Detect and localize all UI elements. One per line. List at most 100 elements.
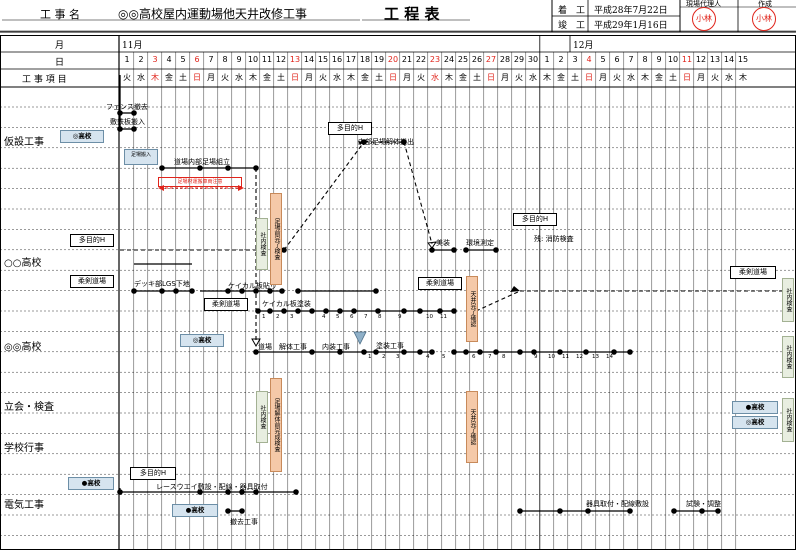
calendar-day: 10 bbox=[667, 55, 679, 64]
month-nov: 11月 bbox=[122, 41, 143, 51]
calendar-day: 15 bbox=[737, 55, 749, 64]
calendar-day: 11 bbox=[681, 55, 693, 64]
calendar-day: 27 bbox=[485, 55, 497, 64]
box-multi-h-4: 多目的H bbox=[130, 467, 176, 480]
calendar-day: 5 bbox=[180, 55, 186, 64]
calendar-weekday: 金 bbox=[165, 73, 173, 82]
calendar-day: 2 bbox=[138, 55, 144, 64]
calendar-weekday: 月 bbox=[403, 73, 411, 82]
task-removal: 撤去工事 bbox=[230, 518, 258, 526]
vbox-company-check-4: 社内検査 bbox=[256, 391, 268, 443]
calendar-weekday: 水 bbox=[725, 73, 733, 82]
calendar-weekday: 木 bbox=[347, 73, 355, 82]
calendar-weekday: 水 bbox=[235, 73, 243, 82]
calendar-day: 1 bbox=[124, 55, 130, 64]
calendar-day: 13 bbox=[289, 55, 301, 64]
keical-step: 7 bbox=[364, 314, 368, 320]
calendar-weekday: 火 bbox=[613, 73, 621, 82]
category-temporary: 仮設工事 bbox=[4, 137, 44, 148]
calendar-weekday: 日 bbox=[683, 73, 691, 82]
paint-step: 10 bbox=[548, 354, 555, 360]
task-paint-work: 塗装工事 bbox=[376, 342, 404, 350]
keical-step: 6 bbox=[350, 314, 354, 320]
month-label: 月 bbox=[55, 41, 65, 51]
agent-label: 現場代理人 bbox=[686, 0, 721, 8]
calendar-weekday: 木 bbox=[249, 73, 257, 82]
keical-step: 3 bbox=[290, 314, 294, 320]
paint-step: 4 bbox=[426, 354, 430, 360]
paint-step: 13 bbox=[592, 354, 599, 360]
project-name: ◎◎高校屋内運動場他天井改修工事 bbox=[118, 7, 307, 21]
paint-step: 9 bbox=[534, 354, 538, 360]
paint-step: 6 bbox=[472, 354, 476, 360]
calendar-weekday: 土 bbox=[571, 73, 579, 82]
end-date: 平成29年1月16日 bbox=[594, 21, 668, 31]
calendar-day: 19 bbox=[373, 55, 385, 64]
calendar-weekday: 金 bbox=[361, 73, 369, 82]
badge-scaffold-in: 足場搬入 bbox=[124, 149, 158, 165]
badge-school-b-6: ●高校 bbox=[172, 504, 218, 517]
vbox-scaffold-done: 足場解体前完成検査 bbox=[270, 378, 282, 472]
task-keical-1: ケイカル板貼り bbox=[228, 282, 277, 290]
calendar-weekday: 木 bbox=[151, 73, 159, 82]
badge-school-b-5: ●高校 bbox=[68, 477, 114, 490]
box-judo-4: 柔剣道場 bbox=[730, 266, 776, 279]
box-multi-h-3: 多目的H bbox=[513, 213, 557, 226]
calendar-weekday: 木 bbox=[543, 73, 551, 82]
category-school-events: 学校行事 bbox=[4, 443, 44, 454]
paint-step: 3 bbox=[396, 354, 400, 360]
calendar-day: 4 bbox=[586, 55, 592, 64]
keical-step: 1 bbox=[262, 314, 266, 320]
keical-step: 11 bbox=[440, 314, 447, 320]
badge-school-b-1: ◎高校 bbox=[60, 130, 104, 143]
calendar-day: 28 bbox=[499, 55, 511, 64]
calendar-day: 11 bbox=[261, 55, 273, 64]
calendar-weekday: 日 bbox=[487, 73, 495, 82]
calendar-weekday: 水 bbox=[333, 73, 341, 82]
calendar-day: 7 bbox=[208, 55, 214, 64]
calendar-weekday: 月 bbox=[207, 73, 215, 82]
calendar-day: 2 bbox=[558, 55, 564, 64]
calendar-weekday: 火 bbox=[123, 73, 131, 82]
calendar-day: 17 bbox=[345, 55, 357, 64]
start-date: 平成28年7月22日 bbox=[594, 6, 668, 16]
task-scaffold-up: 道場内部足場組立 bbox=[174, 158, 230, 166]
author-label: 作成 bbox=[758, 0, 772, 8]
calendar-weekday: 火 bbox=[417, 73, 425, 82]
keical-step: 9 bbox=[398, 314, 402, 320]
calendar-day: 24 bbox=[443, 55, 455, 64]
calendar-day: 8 bbox=[642, 55, 648, 64]
task-adjust: 試験・調整 bbox=[686, 500, 721, 508]
box-judo-1: 柔剣道場 bbox=[70, 275, 114, 288]
calendar-day: 8 bbox=[222, 55, 228, 64]
calendar-weekday: 火 bbox=[319, 73, 327, 82]
calendar-day: 29 bbox=[513, 55, 525, 64]
calendar-day: 18 bbox=[359, 55, 371, 64]
end-label: 竣 工 bbox=[558, 21, 586, 31]
calendar-weekday: 土 bbox=[179, 73, 187, 82]
calendar-weekday: 月 bbox=[599, 73, 607, 82]
calendar-weekday: 木 bbox=[641, 73, 649, 82]
calendar-day: 16 bbox=[331, 55, 343, 64]
calendar-day: 7 bbox=[628, 55, 634, 64]
calendar-day: 23 bbox=[429, 55, 441, 64]
box-judo-2: 柔剣道場 bbox=[204, 298, 248, 311]
task-env-measure: 環境測定 bbox=[466, 239, 494, 247]
calendar-day: 9 bbox=[236, 55, 242, 64]
keical-step: 10 bbox=[426, 314, 433, 320]
category-electrical: 電気工事 bbox=[4, 500, 44, 511]
calendar-weekday: 土 bbox=[375, 73, 383, 82]
calendar-weekday: 金 bbox=[263, 73, 271, 82]
vbox-company-check-2: 社内検査 bbox=[782, 278, 794, 322]
calendar-day: 20 bbox=[387, 55, 399, 64]
calendar-day: 25 bbox=[457, 55, 469, 64]
box-multi-h-2: 多目的H bbox=[70, 234, 114, 247]
calendar-weekday: 日 bbox=[389, 73, 397, 82]
calendar-day: 12 bbox=[275, 55, 287, 64]
paint-step: 1 bbox=[368, 354, 372, 360]
task-interior: 内装工事 bbox=[322, 343, 350, 351]
calendar-day: 22 bbox=[415, 55, 427, 64]
calendar-day: 12 bbox=[695, 55, 707, 64]
calendar-weekday: 水 bbox=[137, 73, 145, 82]
